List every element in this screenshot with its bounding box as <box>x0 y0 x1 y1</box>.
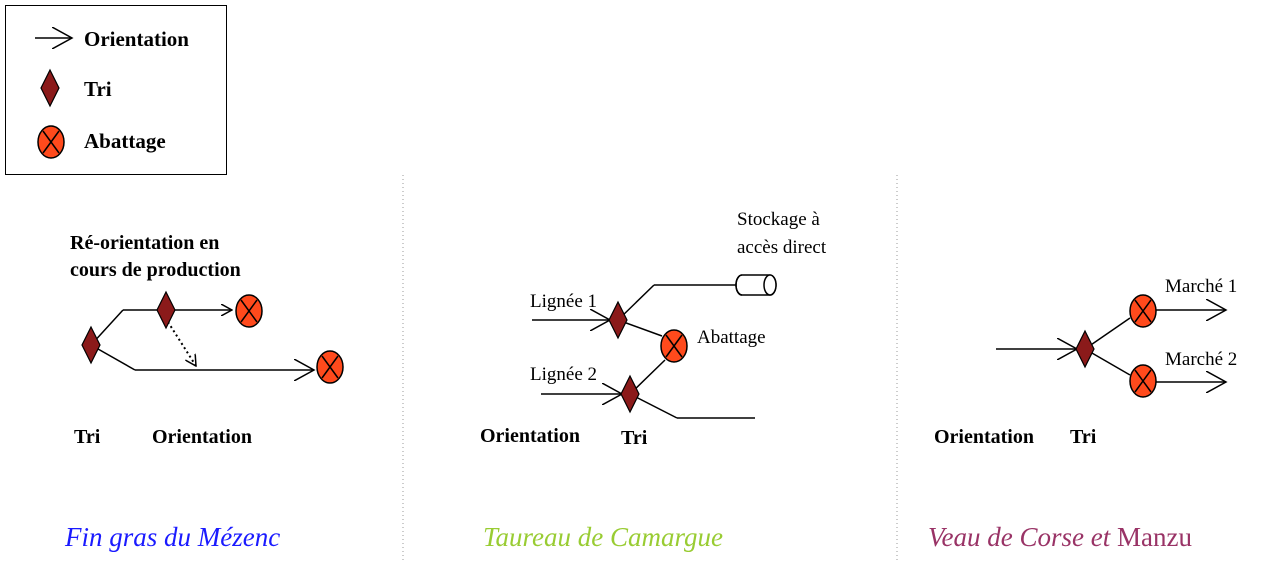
panel1-tri-icon <box>81 326 101 364</box>
panel3-orientation-label: Orientation <box>934 426 1034 448</box>
stockage-cylinder-icon <box>735 274 777 296</box>
panel2-stockage-line1: Stockage à <box>737 209 820 230</box>
panel1-reorientation-line2: cours de production <box>70 259 241 281</box>
legend-abattage-label: Abattage <box>84 129 166 153</box>
legend <box>5 5 227 175</box>
panel3-title-italic: Veau de Corse et <box>928 522 1111 552</box>
panel1-diagram <box>81 291 344 384</box>
panel3-title: Veau de Corse et Manzu <box>928 524 1192 551</box>
panel2-orientation-label: Orientation <box>480 425 580 447</box>
panel1-reorientation-line1: Ré-orientation en <box>70 232 220 254</box>
panel1-abattage-icon-1 <box>235 294 263 328</box>
panel1-title: Fin gras du Mézenc <box>65 522 281 552</box>
panel1-orientation-label: Orientation <box>152 426 252 448</box>
panel3-marche1-label: Marché 1 <box>1165 276 1238 297</box>
panel1-abattage-icon-2 <box>316 350 344 384</box>
panel2-abattage-label: Abattage <box>697 327 766 348</box>
panel2-stockage-line2: accès direct <box>737 237 827 258</box>
panel3-title-plain: Manzu <box>1116 522 1192 552</box>
panel3-marche2-label: Marché 2 <box>1165 349 1238 370</box>
legend-orientation-label: Orientation <box>84 27 189 51</box>
panel3-abattage-icon-1 <box>1129 294 1157 328</box>
panel3-tri-icon <box>1075 330 1095 368</box>
panel1-tri-label: Tri <box>74 426 101 448</box>
panel2-lignee2-label: Lignée 2 <box>530 364 598 385</box>
panel1-reorientation-tri-icon <box>156 291 176 329</box>
panel3-abattage-icon-2 <box>1129 364 1157 398</box>
panel2-tri-icon-1 <box>608 301 628 339</box>
panel3-diagram <box>996 294 1226 398</box>
panel2-abattage-icon <box>660 329 688 363</box>
panel2-title: Taureau de Camargue <box>483 522 724 552</box>
panel2-diagram <box>532 274 777 419</box>
panel2-tri-icon-2 <box>620 375 640 413</box>
panel2-lignee1-label: Lignée 1 <box>530 291 598 312</box>
panel3-tri-label: Tri <box>1070 426 1097 448</box>
panel2-tri-label: Tri <box>621 427 648 449</box>
legend-tri-label: Tri <box>84 77 112 101</box>
